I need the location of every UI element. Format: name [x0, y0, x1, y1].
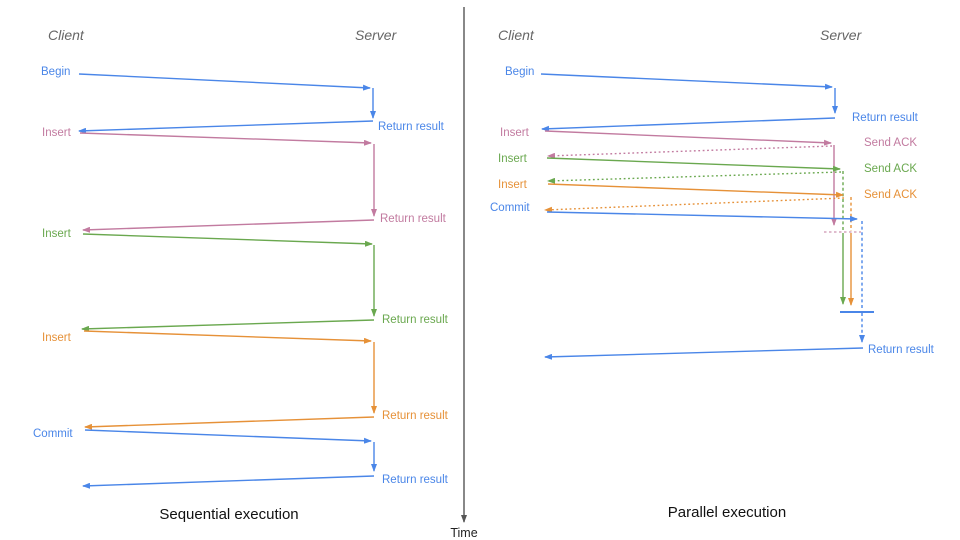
par-return1-label: Return result [852, 112, 919, 124]
seq-insert3-label: Insert [42, 332, 72, 344]
seq-client-header: Client [48, 27, 85, 43]
seq-commit-request-arrow [84, 429, 372, 444]
seq-commit-return-arrow [82, 475, 375, 489]
seq-title: Sequential execution [159, 506, 298, 523]
par-begin-request-arrow [540, 73, 833, 90]
par-title: Parallel execution [668, 504, 786, 521]
par-commit-request-arrow [546, 211, 858, 222]
seq-begin-request-arrow [78, 73, 371, 91]
par-ack3-label: Send ACK [864, 189, 917, 201]
par-insert3-label: Insert [498, 179, 528, 191]
seq-insert2-label: Insert [42, 228, 72, 240]
seq-return1-label: Return result [378, 121, 445, 133]
par-insert1-ack-arrow [547, 145, 833, 159]
par-insert3-ack-arrow [544, 197, 845, 213]
par-ack1-label: Send ACK [864, 137, 917, 149]
seq-begin-label: Begin [41, 66, 70, 78]
seq-return4-label: Return result [382, 410, 449, 422]
seq-insert2-request-arrow [82, 233, 373, 247]
seq-insert1-request-arrow [79, 132, 372, 146]
seq-insert2-return-arrow [81, 319, 375, 332]
par-server-header: Server [820, 27, 863, 43]
par-insert1-request-arrow [544, 130, 832, 146]
seq-return2-label: Return result [380, 213, 447, 225]
par-insert2-request-arrow [546, 157, 841, 172]
par-ack2-label: Send ACK [864, 163, 917, 175]
par-commit-return-arrow [544, 347, 864, 360]
time-axis-label: Time [450, 526, 477, 540]
par-commit-label: Commit [490, 202, 530, 214]
par-insert3-request-arrow [547, 183, 844, 198]
par-client-header: Client [498, 27, 535, 43]
par-insert2-ack-arrow [547, 171, 842, 184]
seq-insert3-return-arrow [84, 416, 375, 430]
seq-server-header: Server [355, 27, 398, 43]
seq-insert3-request-arrow [83, 330, 372, 344]
par-insert1-label: Insert [500, 127, 530, 139]
seq-return5-label: Return result [382, 474, 449, 486]
seq-insert1-label: Insert [42, 127, 72, 139]
par-insert2-label: Insert [498, 153, 528, 165]
seq-begin-return-arrow [78, 120, 374, 134]
seq-insert1-return-arrow [82, 219, 375, 233]
par-begin-label: Begin [505, 66, 534, 78]
seq-commit-label: Commit [33, 428, 73, 440]
par-return2-label: Return result [868, 344, 935, 356]
seq-return3-label: Return result [382, 314, 449, 326]
par-begin-return-arrow [541, 117, 836, 132]
